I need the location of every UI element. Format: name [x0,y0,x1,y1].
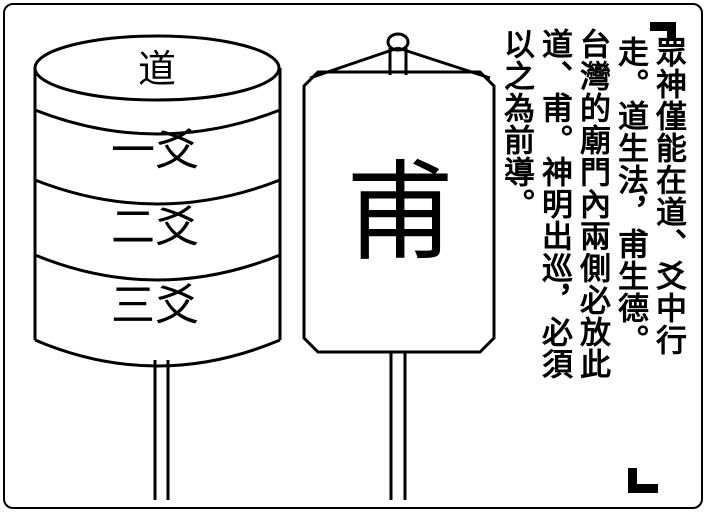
bracket-close-icon [628,484,658,493]
dao-drum [33,34,282,500]
fu-signboard [302,32,496,500]
text-column-4: 道、甫。神明出巡，必須 [536,28,572,380]
sign-board [302,70,496,354]
drum-top-label: 道 [138,47,176,91]
bracket-open-icon [650,22,676,31]
drum-bottom-curve [34,338,281,368]
drum-top-ellipse [33,34,281,102]
sign-finial [386,32,410,52]
drum-band-line-2 [34,178,281,206]
drum-band-line-3 [34,253,281,282]
drum-band-1-label: 一爻 [111,125,199,176]
bracket-open-icon-stem [667,22,676,40]
text-column-3: 台灣的廟門內兩側必放此 [574,28,610,380]
text-column-2: 走。道生法，甫生德。 [612,36,648,356]
text-column-5: 以之為前導。 [498,28,534,220]
drum-band-3-label: 三爻 [111,280,199,331]
text-column-1: 眾神僅能在道、爻中行 [650,36,686,356]
figure-frame [3,3,703,509]
sign-character: 甫 [346,151,454,276]
drum-band-line-1 [34,108,281,136]
bracket-close-icon-stem [628,468,637,490]
drum-band-2-label: 二爻 [111,202,199,253]
